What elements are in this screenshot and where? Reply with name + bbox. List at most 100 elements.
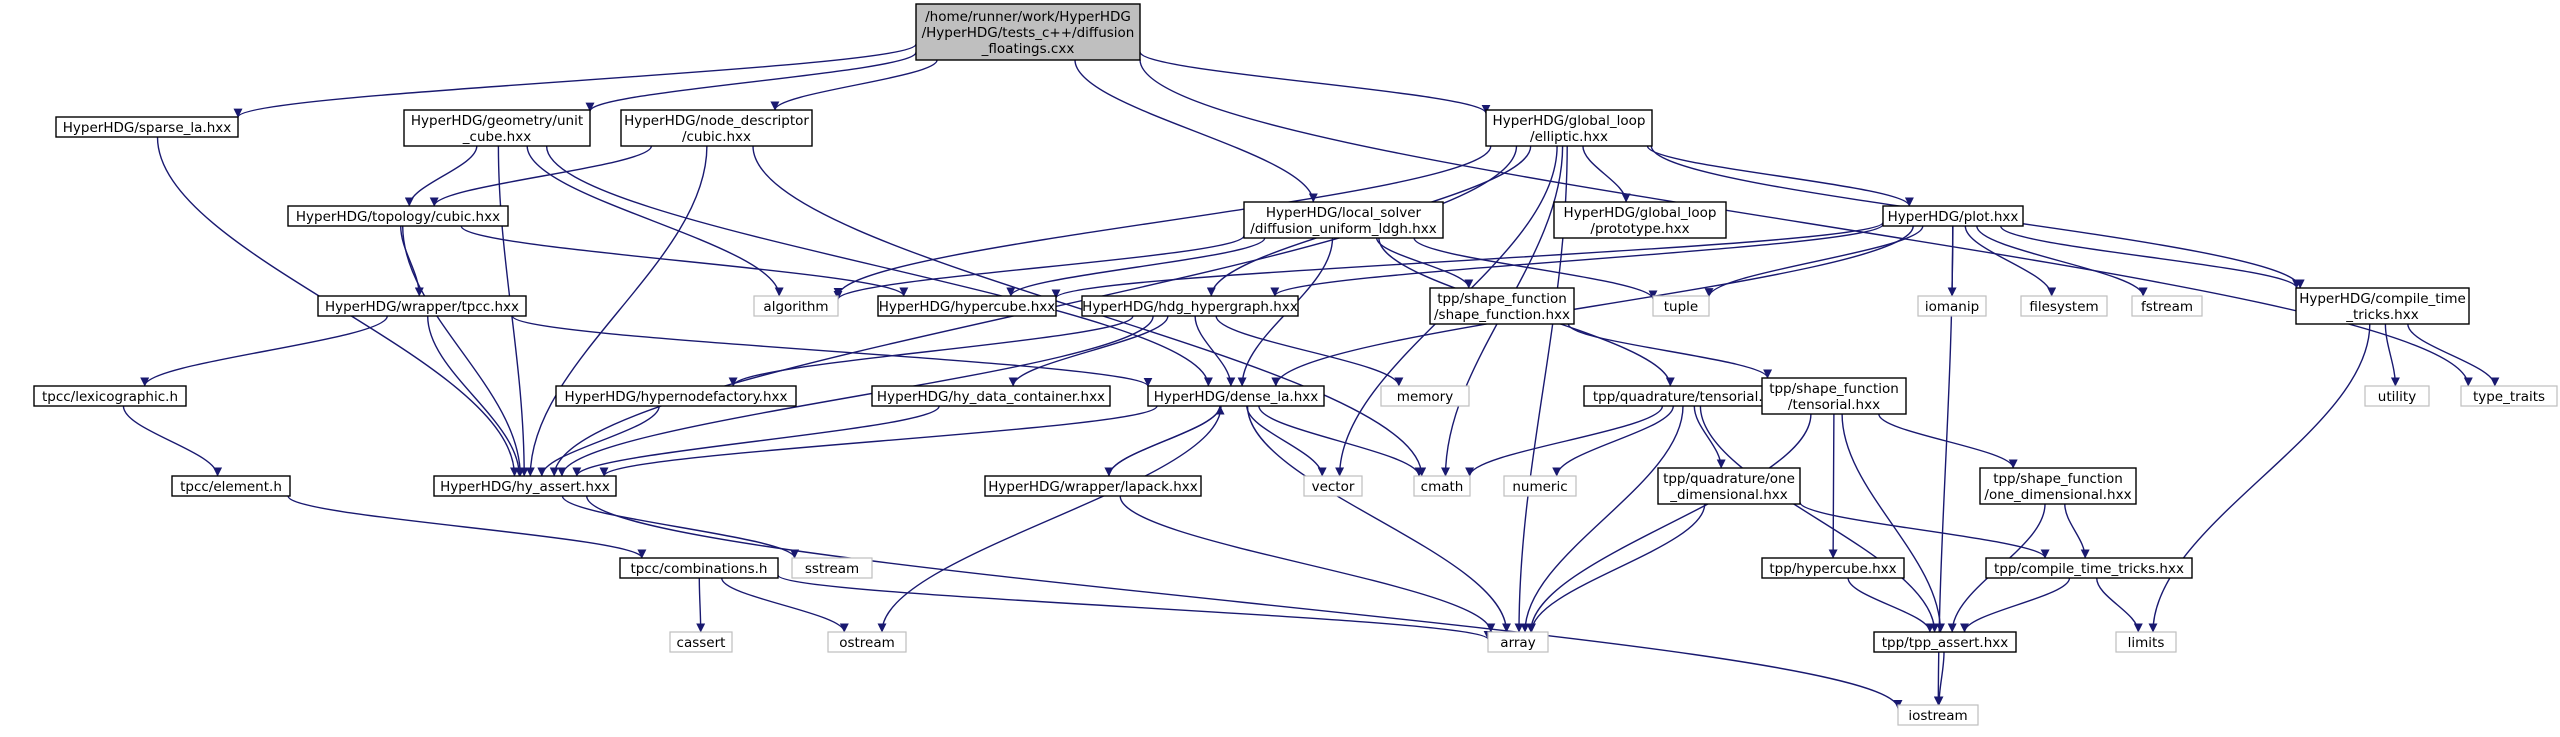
node-global_elliptic[interactable]: HyperHDG/global_loop/elliptic.hxx xyxy=(1485,109,1653,147)
node-box-quad_one_dim xyxy=(1657,467,1801,505)
node-box-array xyxy=(1487,631,1549,653)
node-box-utility xyxy=(2364,385,2430,407)
node-label-local_solver-1: /diffusion_uniform_ldgh.hxx xyxy=(1250,221,1436,237)
edge-sf_tensorial-to-tpp_hypercube xyxy=(1828,413,1838,559)
node-label-hypercube-0: HyperHDG/hypercube.hxx xyxy=(879,299,1055,315)
node-box-node_cubic xyxy=(620,109,813,147)
node-hypercube[interactable]: HyperHDG/hypercube.hxx xyxy=(877,295,1057,317)
edge-quad_tensorial-to-numeric xyxy=(1552,405,1674,477)
node-box-root xyxy=(915,3,1141,61)
edge-wrapper_tpcc-to-lexicographic xyxy=(140,315,388,387)
node-box-combinations xyxy=(619,557,779,579)
node-label-combinations-0: tpcc/combinations.h xyxy=(631,561,768,577)
edge-wrapper_lapack-to-array xyxy=(1119,495,1496,633)
node-label-global_elliptic-1: /elliptic.hxx xyxy=(1530,129,1608,145)
node-node_cubic[interactable]: HyperHDG/node_descriptor/cubic.hxx xyxy=(620,109,813,147)
node-box-global_prototype xyxy=(1553,201,1727,239)
node-box-hy_assert xyxy=(433,475,617,497)
edge-hy_assert-to-sstream xyxy=(561,495,800,559)
node-wrapper_tpcc[interactable]: HyperHDG/wrapper/tpcc.hxx xyxy=(317,295,527,317)
edge-hdg_hypergraph-to-hy_data_container xyxy=(1008,315,1169,387)
node-array: array xyxy=(1487,631,1549,653)
node-plot[interactable]: HyperHDG/plot.hxx xyxy=(1882,205,2024,227)
node-wrapper_lapack[interactable]: HyperHDG/wrapper/lapack.hxx xyxy=(984,475,1202,497)
node-box-hypercube xyxy=(877,295,1057,317)
node-label-sf_tensorial-0: tpp/shape_function xyxy=(1769,381,1899,397)
node-tpp_assert[interactable]: tpp/tpp_assert.hxx xyxy=(1873,631,2017,653)
node-label-wrapper_tpcc-0: HyperHDG/wrapper/tpcc.hxx xyxy=(325,299,519,315)
node-box-type_traits xyxy=(2460,385,2558,407)
edge-topo_cubic-to-hy_assert xyxy=(402,225,525,477)
node-hdg_hypergraph[interactable]: HyperHDG/hdg_hypergraph.hxx xyxy=(1081,295,1299,317)
node-root[interactable]: /home/runner/work/HyperHDG/HyperHDG/test… xyxy=(915,3,1141,61)
node-box-cassert xyxy=(669,631,733,653)
node-label-tuple-0: tuple xyxy=(1664,299,1698,315)
edge-hy_data_container-to-hy_assert xyxy=(572,405,940,477)
node-label-hdg_hypergraph-0: HyperHDG/hdg_hypergraph.hxx xyxy=(1082,299,1298,315)
edge-element-to-combinations xyxy=(287,495,647,559)
node-tpp_compile_time[interactable]: tpp/compile_time_tricks.hxx xyxy=(1985,557,2193,579)
node-fstream: fstream xyxy=(2131,295,2203,317)
node-box-algorithm xyxy=(753,295,839,317)
edge-tpp_hypercube-to-tpp_assert xyxy=(1847,577,1935,633)
node-quad_tensorial[interactable]: tpp/quadrature/tensorial.hxx xyxy=(1583,385,1797,407)
node-element[interactable]: tpcc/element.h xyxy=(171,475,291,497)
node-box-sstream xyxy=(791,557,873,579)
node-unit_cube[interactable]: HyperHDG/geometry/unit_cube.hxx xyxy=(403,109,591,147)
node-box-global_elliptic xyxy=(1485,109,1653,147)
node-label-compile_time-0: HyperHDG/compile_time xyxy=(2299,291,2466,307)
node-box-tpp_compile_time xyxy=(1985,557,2193,579)
edge-combinations-to-cassert xyxy=(696,577,706,633)
edge-topo_cubic-to-hypercube xyxy=(460,225,909,297)
node-box-shape_function xyxy=(1429,287,1575,325)
edge-compile_time-to-type_traits xyxy=(2407,323,2500,387)
node-hy_data_container[interactable]: HyperHDG/hy_data_container.hxx xyxy=(871,385,1111,407)
node-label-iostream-0: iostream xyxy=(1908,708,1967,724)
node-quad_one_dim[interactable]: tpp/quadrature/one_dimensional.hxx xyxy=(1657,467,1801,505)
node-label-array-0: array xyxy=(1500,635,1535,651)
edge-wrapper_tpcc-to-dense_la xyxy=(511,315,1153,387)
edge-quad_tensorial-to-cmath xyxy=(1465,405,1664,477)
node-label-algorithm-0: algorithm xyxy=(763,299,828,315)
edge-node_cubic-to-topo_cubic xyxy=(429,145,653,207)
node-topo_cubic[interactable]: HyperHDG/topology/cubic.hxx xyxy=(287,205,509,227)
node-dense_la[interactable]: HyperHDG/dense_la.hxx xyxy=(1147,385,1325,407)
node-label-fstream-0: fstream xyxy=(2141,299,2193,315)
node-compile_time[interactable]: HyperHDG/compile_time_tricks.hxx xyxy=(2295,287,2470,325)
node-label-plot-0: HyperHDG/plot.hxx xyxy=(1888,209,2019,225)
node-box-sf_one_dim xyxy=(1979,467,2137,505)
node-limits: limits xyxy=(2115,631,2177,653)
node-shape_function[interactable]: tpp/shape_function/shape_function.hxx xyxy=(1429,287,1575,325)
node-box-memory xyxy=(1380,385,1470,407)
edge-wrapper_tpcc-to-hy_assert xyxy=(427,315,524,477)
edge-tpp_compile_time-to-tpp_assert xyxy=(1960,577,2071,633)
node-label-hypernodefactory-0: HyperHDG/hypernodefactory.hxx xyxy=(565,389,788,405)
node-combinations[interactable]: tpcc/combinations.h xyxy=(619,557,779,579)
edge-hdg_hypergraph-to-hypernodefactory xyxy=(728,315,1134,387)
node-label-compile_time-1: _tricks.hxx xyxy=(2345,307,2418,323)
node-sf_tensorial[interactable]: tpp/shape_function/tensorial.hxx xyxy=(1761,377,1907,415)
edge-plot-to-filesystem xyxy=(1964,225,2057,297)
node-label-sstream-0: sstream xyxy=(805,561,859,577)
node-box-dense_la xyxy=(1147,385,1325,407)
node-cassert: cassert xyxy=(669,631,733,653)
node-hy_assert[interactable]: HyperHDG/hy_assert.hxx xyxy=(433,475,617,497)
edge-plot-to-compile_time xyxy=(2000,225,2301,289)
edge-dense_la-to-vector xyxy=(1246,405,1327,477)
node-local_solver[interactable]: HyperHDG/local_solver/diffusion_uniform_… xyxy=(1243,201,1444,239)
node-sparse_la[interactable]: HyperHDG/sparse_la.hxx xyxy=(55,116,239,138)
node-label-root-2: _floatings.cxx xyxy=(981,41,1075,57)
node-label-sf_tensorial-1: /tensorial.hxx xyxy=(1788,397,1880,413)
node-sf_one_dim[interactable]: tpp/shape_function/one_dimensional.hxx xyxy=(1979,467,2137,505)
node-tpp_hypercube[interactable]: tpp/hypercube.hxx xyxy=(1761,557,1905,579)
node-label-element-0: tpcc/element.h xyxy=(180,479,282,495)
edge-unit_cube-to-topo_cubic xyxy=(404,145,478,207)
edge-sf_tensorial-to-array xyxy=(1526,413,1812,633)
edge-tpp_assert-to-iostream xyxy=(1934,651,1945,706)
node-hypernodefactory[interactable]: HyperHDG/hypernodefactory.hxx xyxy=(555,385,797,407)
node-lexicographic[interactable]: tpcc/lexicographic.h xyxy=(33,385,187,407)
edge-root-to-sparse_la xyxy=(233,43,917,118)
node-global_prototype[interactable]: HyperHDG/global_loop/prototype.hxx xyxy=(1553,201,1727,239)
edge-shape_function-to-sf_tensorial xyxy=(1567,323,1773,379)
